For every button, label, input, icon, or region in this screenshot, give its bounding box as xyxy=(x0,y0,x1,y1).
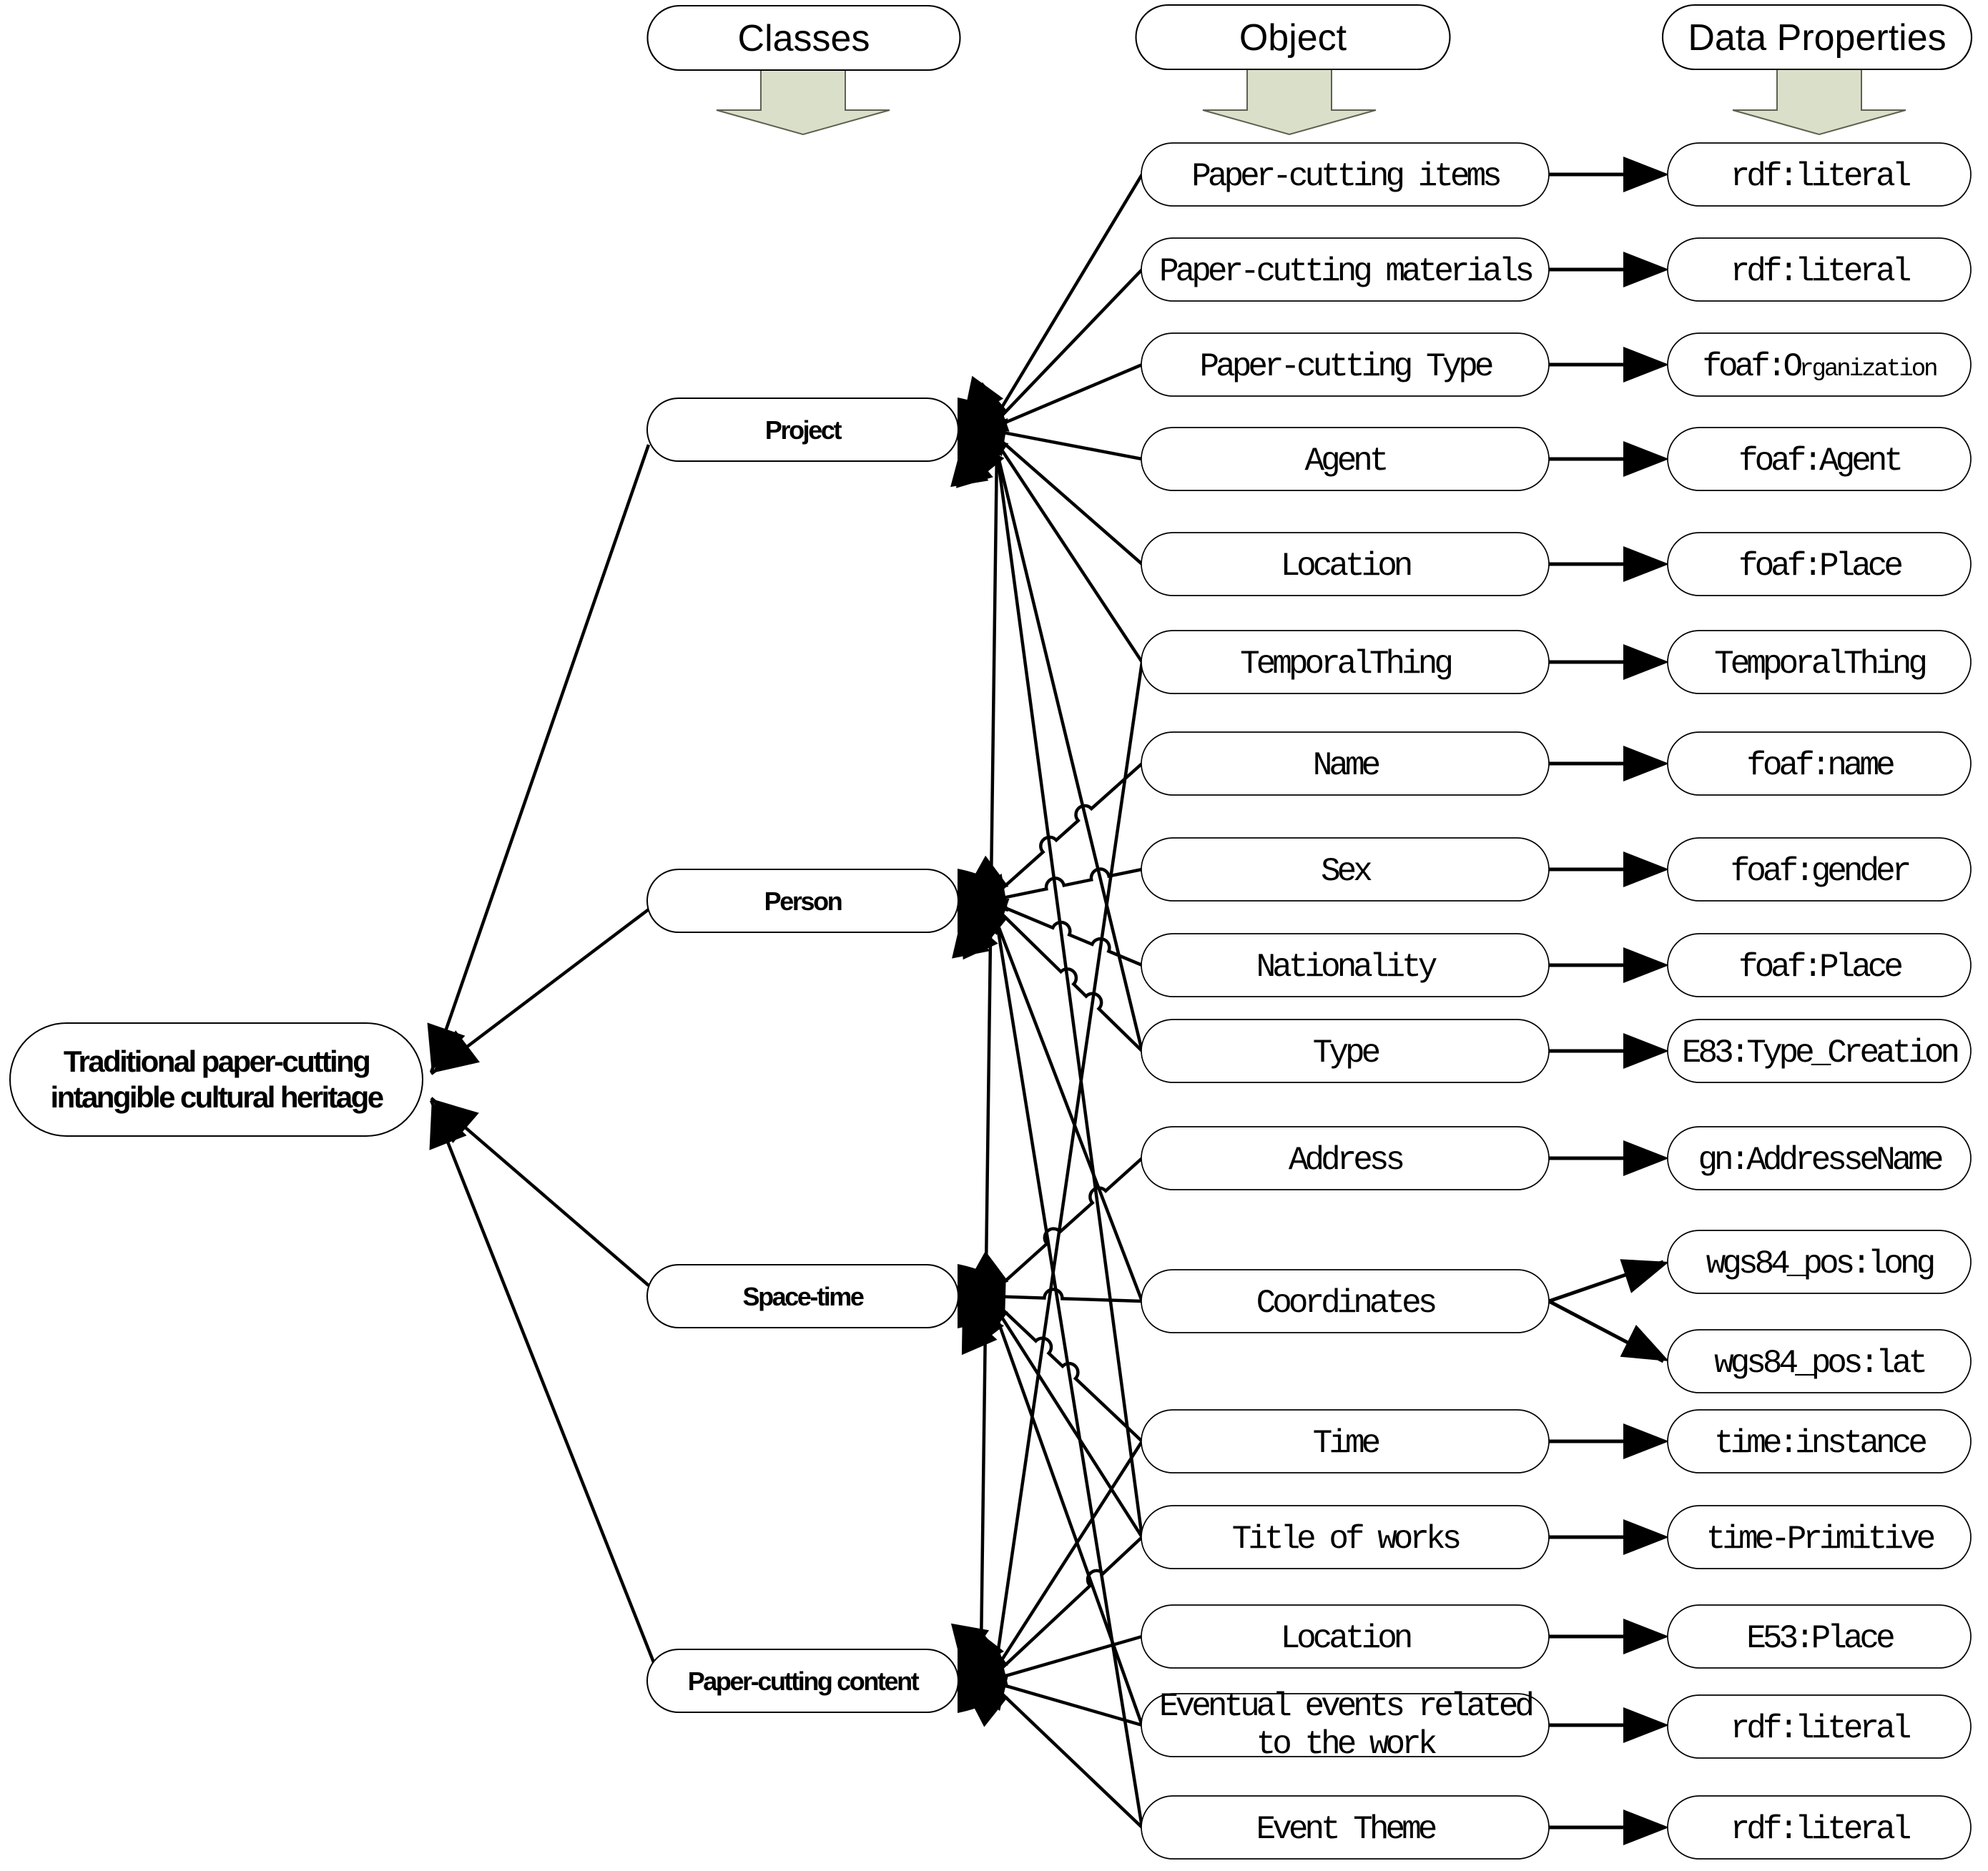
svg-text:rdf:literal: rdf:literal xyxy=(1731,1811,1911,1848)
svg-text:Nationality: Nationality xyxy=(1256,949,1437,986)
svg-text:Coordinates: Coordinates xyxy=(1256,1285,1435,1322)
svg-text:rdf:literal: rdf:literal xyxy=(1731,158,1911,195)
svg-text:Data Properties: Data Properties xyxy=(1688,17,1946,59)
svg-text:to the work: to the work xyxy=(1256,1726,1437,1763)
svg-text:E53:Place: E53:Place xyxy=(1746,1620,1894,1657)
svg-text:Person: Person xyxy=(764,887,842,916)
svg-text:foaf:Agent: foaf:Agent xyxy=(1738,443,1900,480)
svg-text:Traditional paper-cutting: Traditional paper-cutting xyxy=(64,1045,369,1078)
svg-text:foaf:name: foaf:name xyxy=(1746,747,1894,784)
svg-text:foaf:gender: foaf:gender xyxy=(1731,853,1909,890)
svg-text:rdf:literal: rdf:literal xyxy=(1731,253,1911,290)
svg-text:Paper-cutting items: Paper-cutting items xyxy=(1191,158,1500,195)
svg-text:Sex: Sex xyxy=(1321,853,1372,890)
svg-text:Event Theme: Event Theme xyxy=(1256,1811,1436,1848)
svg-text:foaf:Place: foaf:Place xyxy=(1738,548,1901,585)
svg-text:Eventual events related: Eventual events related xyxy=(1159,1688,1532,1725)
svg-text:foaf:Place: foaf:Place xyxy=(1738,949,1901,986)
svg-text:Classes: Classes xyxy=(738,18,870,59)
svg-text:Space-time: Space-time xyxy=(742,1282,863,1311)
svg-text:gn:AddresseName: gn:AddresseName xyxy=(1698,1142,1942,1179)
svg-text:Paper-cutting materials: Paper-cutting materials xyxy=(1159,253,1532,290)
svg-text:Agent: Agent xyxy=(1304,443,1385,480)
svg-text:Object: Object xyxy=(1239,17,1347,59)
svg-text:time-Primitive: time-Primitive xyxy=(1706,1521,1934,1558)
svg-text:TemporalThing: TemporalThing xyxy=(1714,646,1925,683)
svg-text:Location: Location xyxy=(1281,1620,1411,1657)
svg-text:Project: Project xyxy=(765,415,842,445)
svg-text:wgs84_pos:lat: wgs84_pos:lat xyxy=(1714,1345,1924,1382)
svg-text:Type: Type xyxy=(1313,1035,1379,1072)
svg-text:rdf:literal: rdf:literal xyxy=(1731,1710,1911,1747)
svg-text:TemporalThing: TemporalThing xyxy=(1240,646,1451,683)
svg-text:Title of works: Title of works xyxy=(1232,1521,1460,1558)
svg-text:Location: Location xyxy=(1281,548,1411,585)
svg-text:Time: Time xyxy=(1313,1425,1379,1462)
svg-text:time:instance: time:instance xyxy=(1714,1425,1926,1462)
svg-text:E83:Type_Creation: E83:Type_Creation xyxy=(1682,1035,1958,1072)
svg-text:Paper-cutting Type: Paper-cutting Type xyxy=(1200,348,1492,385)
svg-text:Address: Address xyxy=(1289,1142,1403,1179)
svg-text:intangible cultural heritage: intangible cultural heritage xyxy=(51,1080,383,1114)
svg-text:Name: Name xyxy=(1313,747,1379,784)
svg-text:wgs84_pos:long: wgs84_pos:long xyxy=(1706,1245,1934,1283)
svg-text:Paper-cutting content: Paper-cutting content xyxy=(688,1667,920,1696)
